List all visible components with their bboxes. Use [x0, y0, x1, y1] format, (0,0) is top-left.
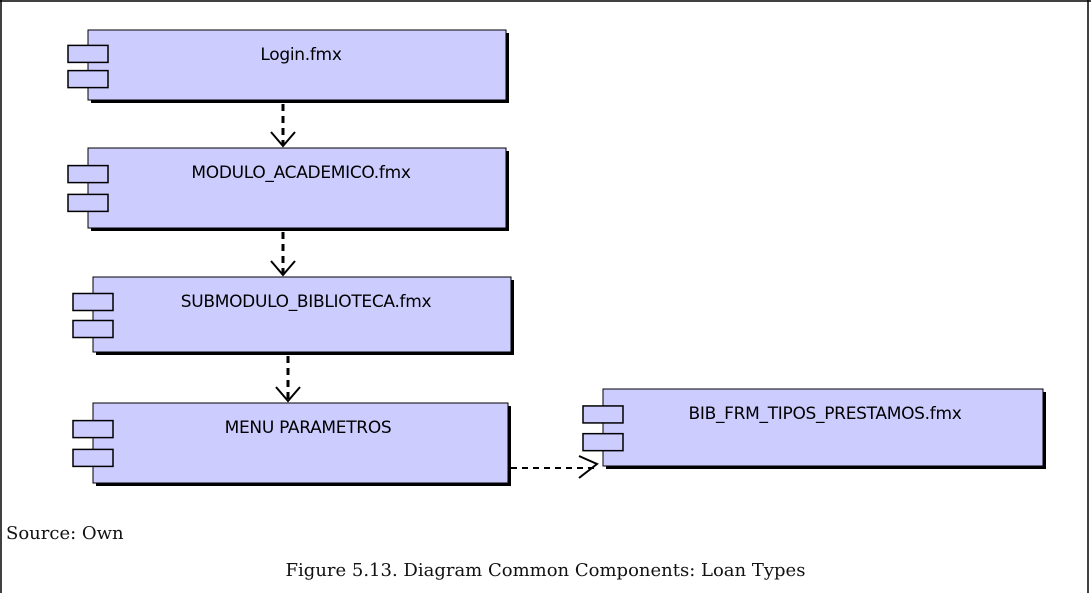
component-port-icon: [72, 319, 114, 339]
component-menu: MENU PARAMETROS: [72, 402, 511, 486]
component-port-icon: [582, 405, 624, 424]
component-port-icon: [72, 448, 114, 468]
dependency-arrowhead: [270, 260, 296, 277]
component-label: BIB_FRM_TIPOS_PRESTAMOS.fmx: [689, 404, 962, 424]
component-port-icon: [67, 164, 109, 184]
component-label: Login.fmx: [260, 45, 341, 65]
component-port-icon: [72, 419, 114, 439]
dependency-academico-biblioteca: [270, 232, 296, 277]
component-port-icon: [72, 292, 114, 312]
figure-caption: Figure 5.13. Diagram Common Components: …: [285, 560, 806, 581]
component-label: MENU PARAMETROS: [225, 418, 392, 438]
dependency-arrowhead: [270, 131, 296, 148]
dependency-arrowhead: [275, 386, 301, 403]
component-port-icon: [67, 44, 109, 64]
component-body: [92, 276, 512, 353]
component-biblioteca: SUBMODULO_BIBLIOTECA.fmx: [72, 276, 514, 355]
component-label: MODULO_ACADEMICO.fmx: [191, 163, 410, 183]
dependency-menu-tipos: [511, 455, 599, 479]
component-nodes: Login.fmxMODULO_ACADEMICO.fmxSUBMODULO_B…: [67, 29, 1046, 486]
component-tipos: BIB_FRM_TIPOS_PRESTAMOS.fmx: [582, 388, 1046, 469]
component-body: [92, 402, 509, 484]
dependency-arrowhead: [578, 455, 599, 479]
component-label: SUBMODULO_BIBLIOTECA.fmx: [181, 292, 432, 312]
dependency-biblioteca-menu: [275, 356, 301, 403]
dependency-login-academico: [270, 104, 296, 148]
dependency-edges: [270, 104, 599, 479]
source-note: Source: Own: [6, 523, 124, 544]
component-port-icon: [67, 69, 109, 89]
component-port-icon: [67, 193, 109, 213]
component-login: Login.fmx: [67, 29, 509, 103]
component-body: [87, 147, 507, 229]
component-body: [87, 29, 507, 101]
component-academico: MODULO_ACADEMICO.fmx: [67, 147, 509, 231]
component-body: [602, 388, 1044, 467]
component-port-icon: [582, 432, 624, 452]
